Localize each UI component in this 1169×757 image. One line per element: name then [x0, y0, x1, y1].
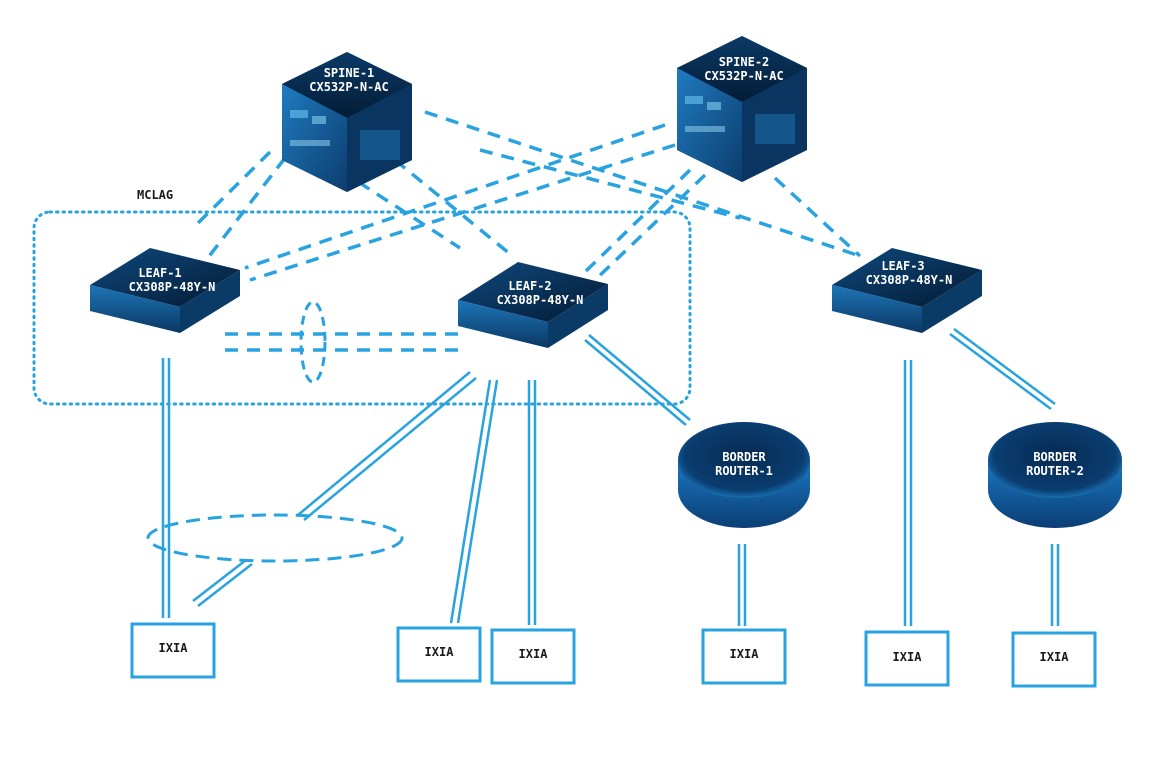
link-lag-ixia1-a	[192, 559, 247, 602]
leaf-1-name: LEAF-1	[138, 266, 181, 280]
ixia-4-label: IXIA	[730, 647, 760, 661]
link-leaf2-ixia2-a	[449, 379, 492, 624]
ixia-2[interactable]: IXIA	[396, 626, 482, 683]
link-leaf2-lag-b	[303, 377, 477, 521]
link-leaf3-router2-b	[953, 327, 1056, 406]
spine-1-top	[282, 52, 412, 118]
leaf-1-front	[90, 285, 180, 333]
link-leaf2-lag-a	[297, 371, 471, 516]
ixia-1[interactable]: IXIA	[130, 622, 216, 679]
link-spine1-leaf3-b	[479, 148, 741, 220]
border-router-1[interactable]: BORDER ROUTER-1	[678, 422, 810, 528]
link-spine1-leaf3-a	[424, 110, 861, 258]
leaf-3-model: CX308P-48Y-N	[866, 273, 953, 287]
leaf-2-model: CX308P-48Y-N	[497, 293, 584, 307]
leaf-3[interactable]: LEAF-3 CX308P-48Y-N	[832, 248, 982, 333]
leaf-1[interactable]: LEAF-1 CX308P-48Y-N	[90, 248, 240, 333]
link-spine1-leaf1-b	[198, 156, 287, 270]
mclag-peer-links	[225, 300, 465, 384]
link-spine2-leaf1-a	[244, 123, 666, 270]
leaf-2-top	[458, 262, 608, 322]
link-spine2-leaf1-b	[249, 143, 676, 282]
ixia1-lag-ellipse	[146, 513, 404, 563]
spine-2[interactable]: SPINE-2 CX532P-N-AC	[677, 36, 807, 182]
ixia-3-label: IXIA	[519, 647, 549, 661]
ixia-6-label: IXIA	[1040, 650, 1070, 664]
ixia-3[interactable]: IXIA	[490, 628, 576, 685]
spine-1-model: CX532P-N-AC	[309, 80, 388, 94]
link-leaf2-ixia2-b	[456, 379, 499, 624]
spine-leaf-links	[193, 110, 862, 282]
spine-2-name: SPINE-2	[719, 55, 770, 69]
link-leaf3-router2-a	[949, 332, 1052, 411]
border-router-1-line1: BORDER	[722, 450, 766, 464]
border-router-1-line2: ROUTER-1	[715, 464, 773, 478]
link-spine2-leaf3-a	[773, 176, 862, 258]
ixia-2-label: IXIA	[425, 645, 455, 659]
spine-2-model: CX532P-N-AC	[704, 69, 783, 83]
leaf-1-top	[90, 248, 240, 307]
leaf-2-side	[548, 284, 608, 348]
ixia-5-label: IXIA	[893, 650, 923, 664]
leaf-1-side	[180, 270, 240, 333]
border-router-2-top	[988, 422, 1122, 498]
leaf-3-side	[922, 270, 982, 333]
link-lag-ixia1-b	[197, 563, 253, 607]
leaf-1-model: CX308P-48Y-N	[129, 280, 216, 294]
mclag-label: MCLAG	[137, 188, 173, 202]
link-spine2-leaf2-a	[583, 168, 692, 274]
spine-2-top	[677, 36, 807, 102]
leaf-3-front	[832, 285, 922, 333]
leaf-2[interactable]: LEAF-2 CX308P-48Y-N	[458, 262, 608, 348]
ixia-1-label: IXIA	[159, 641, 189, 655]
leaf-2-name: LEAF-2	[508, 279, 551, 293]
border-router-1-top	[678, 422, 810, 498]
peer-link-lag-ellipse	[299, 300, 327, 384]
border-router-2-line1: BORDER	[1033, 450, 1077, 464]
leaf-2-front	[458, 300, 548, 348]
leaf-3-name: LEAF-3	[881, 259, 924, 273]
link-spine1-leaf2-b	[393, 158, 512, 256]
ixia-4[interactable]: IXIA	[701, 628, 787, 685]
spine-1[interactable]: SPINE-1 CX532P-N-AC	[282, 52, 412, 192]
access-links	[161, 327, 1060, 626]
link-spine2-leaf2-b	[593, 173, 707, 282]
border-router-2[interactable]: BORDER ROUTER-2	[988, 422, 1122, 528]
link-leaf2-router1-b	[588, 334, 691, 421]
link-leaf2-router1-a	[584, 339, 687, 426]
leaf-3-top	[832, 248, 982, 307]
ixia-5[interactable]: IXIA	[864, 630, 950, 687]
border-router-2-line2: ROUTER-2	[1026, 464, 1084, 478]
mclag-boundary	[32, 210, 692, 406]
spine-1-name: SPINE-1	[324, 66, 375, 80]
ixia-6[interactable]: IXIA	[1011, 631, 1097, 688]
link-spine1-leaf1-a	[193, 150, 272, 228]
